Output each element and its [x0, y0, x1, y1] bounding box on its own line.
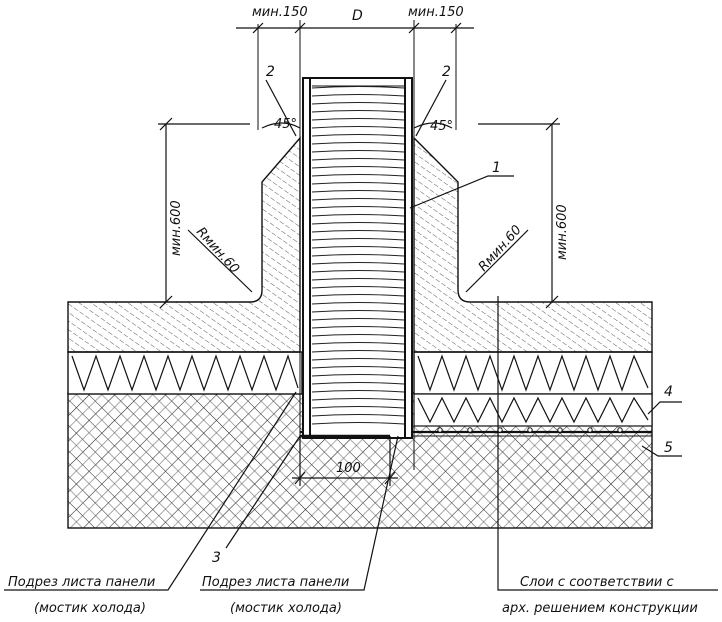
insulation-layer-right [413, 351, 653, 395]
angle-label-left: 45° [274, 117, 297, 132]
coil-wrap [311, 174, 405, 177]
coil-wrap [311, 326, 405, 329]
coil-wrap [311, 278, 405, 281]
pipe-coil-wraps [311, 86, 405, 425]
note-left-line1: Подрез листа панели [8, 575, 155, 590]
coil-wrap [311, 158, 405, 161]
callout-1: 1 [492, 160, 501, 176]
coil-wrap [311, 358, 405, 361]
callout-4: 4 [664, 384, 673, 400]
coil-wrap [311, 294, 405, 297]
note-right-line2: арх. решением конструкции [502, 601, 698, 616]
coil-wrap [311, 142, 405, 145]
coil-wrap [311, 406, 405, 409]
note-right-leader [497, 296, 718, 591]
coil-wrap [311, 342, 405, 345]
callout-2-right: 2 [442, 64, 451, 80]
note-left-line2: (мостик холода) [34, 601, 146, 616]
callout-2-left-leader [265, 79, 297, 137]
radius-leader-left [187, 229, 253, 293]
coil-wrap [311, 190, 405, 193]
dim-min150-left: мин.150 [252, 5, 308, 20]
coil-wrap [311, 214, 405, 217]
coil-wrap [311, 206, 405, 209]
note-left-leader [4, 391, 297, 591]
coil-wrap [311, 382, 405, 385]
note-mid-leader [200, 435, 399, 591]
callout-5: 5 [664, 440, 673, 456]
coil-wrap [311, 126, 405, 129]
dim-radius-right: Rмин.60 [476, 223, 525, 275]
coil-wrap [311, 238, 405, 241]
coil-wrap [311, 286, 405, 289]
coil-wrap [311, 134, 405, 137]
coil-wrap [311, 318, 405, 321]
coil-wrap [311, 86, 405, 89]
coil-wrap [311, 198, 405, 201]
top-dimension-line [236, 22, 474, 34]
coil-wrap [311, 110, 405, 113]
coil-wrap [311, 310, 405, 313]
radius-leader-right [465, 229, 529, 293]
coil-wrap [311, 182, 405, 185]
coil-wrap [311, 102, 405, 105]
min600-dimension-left [158, 117, 250, 309]
coil-wrap [311, 222, 405, 225]
coil-wrap [311, 246, 405, 249]
angle-arc-right [413, 122, 453, 129]
coil-wrap [311, 254, 405, 257]
coil-wrap [311, 374, 405, 377]
coil-wrap [311, 230, 405, 233]
coil-wrap [311, 262, 405, 265]
screed-with-collar-right [413, 136, 653, 353]
note-mid-line2: (мостик холода) [230, 601, 342, 616]
coil-wrap [311, 118, 405, 121]
coil-wrap [311, 414, 405, 417]
callout-5-leader [641, 445, 682, 457]
callout-2-right-leader [415, 79, 447, 137]
angle-arc-left [261, 122, 301, 129]
dim-width-100: 100 [336, 461, 361, 476]
note-right-line1: Слои с соответствии с [520, 575, 674, 590]
insulation-layer-lower-right [413, 393, 653, 427]
coil-wrap [311, 166, 405, 169]
dim-radius-left: Rмин.60 [193, 225, 242, 277]
dim-min600-left: мин.600 [169, 200, 184, 256]
dim-min600-right: мин.600 [555, 204, 570, 260]
pipe-body [302, 77, 413, 439]
coil-wrap [311, 334, 405, 337]
coil-wrap [311, 350, 405, 353]
insulation-layer-left [67, 351, 303, 395]
callout-2-left: 2 [266, 64, 275, 80]
coil-wrap [311, 398, 405, 401]
coil-wrap [311, 366, 405, 369]
width-100-dimension [292, 434, 398, 486]
angle-label-right: 45° [430, 119, 453, 134]
callout-1-leader [409, 175, 514, 209]
coil-wrap [311, 94, 405, 97]
coil-wrap [311, 422, 405, 425]
coil-wrap [311, 302, 405, 305]
dim-D: D [352, 8, 363, 24]
coil-wrap [311, 150, 405, 153]
callout-3-leader [225, 435, 301, 549]
dim-min150-right: мин.150 [408, 5, 464, 20]
coil-wrap [311, 270, 405, 273]
coil-wrap [311, 390, 405, 393]
callout-4-leader [647, 401, 682, 415]
callout-3: 3 [212, 550, 221, 566]
screed-with-collar [67, 136, 301, 353]
min600-dimension-right [478, 117, 560, 309]
note-mid-line1: Подрез листа панели [202, 575, 349, 590]
